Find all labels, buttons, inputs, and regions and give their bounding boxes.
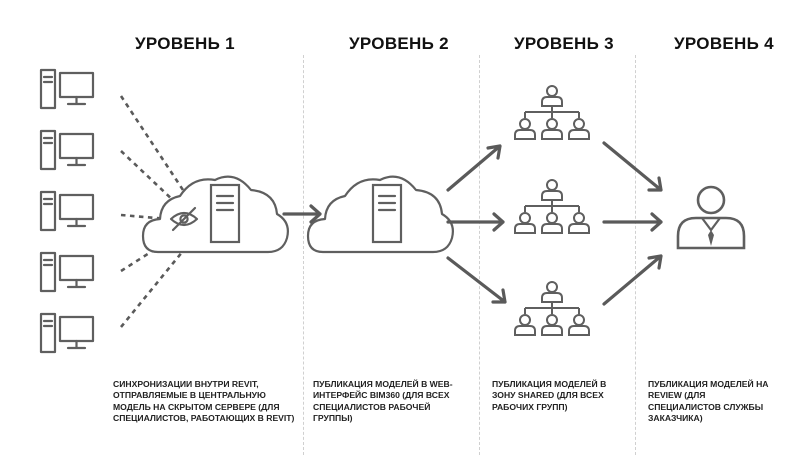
workstation-icon	[39, 312, 95, 354]
team-hierarchy-icon	[515, 86, 589, 139]
level-1-description: СИНХРОНИЗАЦИИ ВНУТРИ REVIT, ОТПРАВЛЯЕМЫЕ…	[113, 379, 295, 424]
workstation-icon	[39, 129, 95, 171]
team-hierarchy-icon	[515, 282, 589, 335]
level-2-title: УРОВЕНЬ 2	[349, 34, 449, 53]
level-3-title: УРОВЕНЬ 3	[514, 34, 614, 53]
arrow-3-to-4-bottom	[602, 254, 663, 306]
arrow-2-to-3-middle	[446, 212, 505, 232]
divider-1	[303, 55, 304, 455]
level-3-description: ПУБЛИКАЦИЯ МОДЕЛЕЙ В ЗОНУ SHARED (ДЛЯ ВС…	[492, 379, 607, 412]
team-hierarchy-icon	[515, 180, 589, 233]
arrow-2-to-3-top	[446, 144, 502, 192]
arrow-2-to-3-bottom	[446, 256, 507, 304]
level-4-title: УРОВЕНЬ 4	[674, 34, 774, 53]
workstation-icon	[39, 190, 95, 232]
divider-3	[635, 55, 636, 455]
workstation-icon	[39, 251, 95, 293]
level-1-title: УРОВЕНЬ 1	[135, 34, 235, 53]
divider-2	[479, 55, 480, 455]
workstation-icon	[39, 68, 95, 110]
cloud-server-icon	[306, 175, 454, 254]
hidden-cloud-server-icon	[141, 175, 289, 254]
arrow-3-to-4-top	[602, 141, 663, 192]
level-2-description: ПУБЛИКАЦИЯ МОДЕЛЕЙ В WEB-ИНТЕРФЕЙС BIM36…	[313, 379, 453, 424]
arrow-3-to-4-middle	[602, 212, 663, 232]
level-4-description: ПУБЛИКАЦИЯ МОДЕЛЕЙ НА REVIEW (ДЛЯ СПЕЦИА…	[648, 379, 769, 424]
customer-person-icon	[676, 185, 746, 250]
arrow-1-to-2	[282, 204, 322, 224]
